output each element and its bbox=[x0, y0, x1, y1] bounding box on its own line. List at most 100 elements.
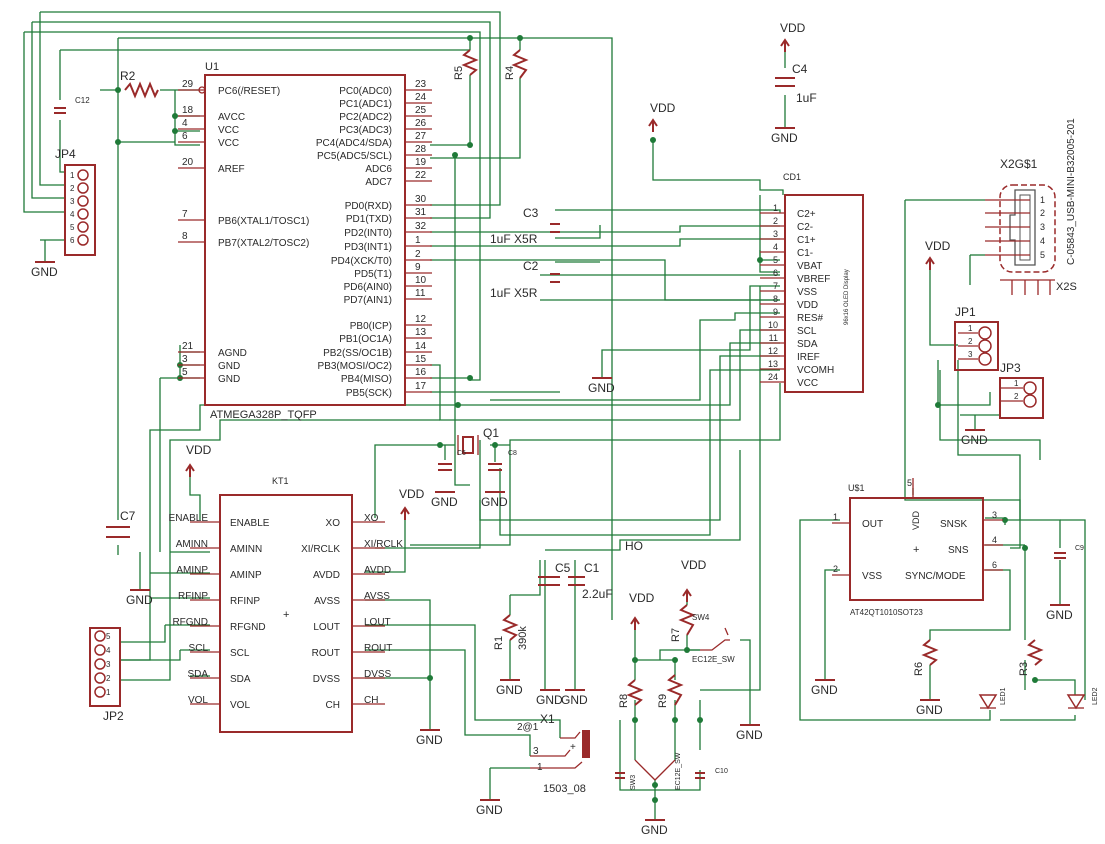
x1-pin-1: 1 bbox=[537, 762, 543, 773]
ho-label: HO bbox=[625, 539, 643, 553]
gnd-label: GND bbox=[536, 693, 563, 707]
kt1-pin-name: SDA bbox=[230, 674, 251, 685]
jp2-pin-num: 2 bbox=[106, 674, 111, 683]
vdd-label: VDD bbox=[925, 239, 951, 253]
r3-label: R3 bbox=[1018, 662, 1030, 676]
us1-pin5-num: 5 bbox=[907, 478, 912, 488]
u1-part: ATMEGA328P_TQFP bbox=[210, 409, 317, 421]
u1-pin-num: 16 bbox=[415, 367, 427, 378]
r1-label: R1 bbox=[493, 636, 505, 650]
junction-dots bbox=[115, 35, 1038, 803]
jp4-pin-num: 1 bbox=[70, 171, 75, 180]
u1-pin-num: 27 bbox=[415, 131, 427, 142]
wire-net bbox=[23, 11, 1086, 820]
u1-pin-num: 5 bbox=[182, 367, 188, 378]
cd1-pin-name: VCC bbox=[797, 378, 818, 389]
u1-pin-name: PD0(RXD) bbox=[345, 201, 392, 212]
jp4-pin-hole bbox=[77, 169, 89, 181]
c4-value: 1uF bbox=[796, 91, 817, 105]
vdd-label: VDD bbox=[399, 487, 425, 501]
u1-pin-name: VCC bbox=[218, 125, 239, 136]
kt1-pin-name: AMINP bbox=[230, 570, 262, 581]
cd1-pin-num: 10 bbox=[768, 320, 778, 330]
gnd-label: GND bbox=[811, 683, 838, 697]
jp2-pin-num: 1 bbox=[106, 688, 111, 697]
cd1-pin-name: C1- bbox=[797, 248, 813, 259]
gnd-label: GND bbox=[561, 693, 588, 707]
cd1-pin-num: 1 bbox=[773, 203, 778, 213]
c6-label: C6 bbox=[457, 450, 466, 457]
jp1-pin1: 1 bbox=[968, 324, 973, 333]
u1-pin-num: 4 bbox=[182, 118, 188, 129]
kt1-pin-name: XI/RCLK bbox=[301, 544, 340, 555]
u1-pin-num: 11 bbox=[415, 288, 426, 299]
us1-part: AT42QT1010SOT23 bbox=[850, 608, 923, 617]
u1-pin-num: 13 bbox=[415, 327, 427, 338]
x1-pin-3: 3 bbox=[533, 746, 539, 757]
u1-pin-num: 22 bbox=[415, 170, 427, 181]
cd1-pin-num: 7 bbox=[773, 281, 778, 291]
kt1-net-label: SDA bbox=[187, 669, 208, 680]
u1-pin-name: PD3(INT1) bbox=[344, 242, 392, 253]
u1-atmega328p: U1 ATMEGA328P_TQFP 29PC6(/RESET)18AVCC4V… bbox=[178, 61, 432, 421]
u1-pin-name: PD2(INT0) bbox=[344, 228, 392, 239]
led1-label: LED1 bbox=[1000, 687, 1007, 705]
c10-label: C10 bbox=[715, 768, 728, 775]
kt1-pin-name: AVSS bbox=[314, 596, 340, 607]
jp4-pin-num: 5 bbox=[70, 223, 75, 232]
cd1-ref: CD1 bbox=[783, 172, 801, 182]
kt1-net-label: SCL bbox=[189, 643, 209, 654]
u1-pin-name: PB6(XTAL1/TOSC1) bbox=[218, 216, 309, 227]
usb-part: C-05843_USB-MINI-B32005-201 bbox=[1066, 118, 1077, 265]
u1-pin-num: 30 bbox=[415, 194, 427, 205]
jp1-pin3: 3 bbox=[968, 350, 973, 359]
svg-text:+: + bbox=[283, 609, 289, 621]
kt1-pin-name: SCL bbox=[230, 648, 250, 659]
cd1-pin-num: 6 bbox=[773, 268, 778, 278]
us1-pin1-num: 1 bbox=[833, 512, 838, 522]
gnd-label: GND bbox=[641, 823, 668, 837]
kt1-pin-name: RFINP bbox=[230, 596, 260, 607]
u1-pin-num: 23 bbox=[415, 79, 427, 90]
cd1-pin-name: IREF bbox=[797, 352, 820, 363]
u1-pin-num: 20 bbox=[182, 157, 194, 168]
cd1-pin-name: SDA bbox=[797, 339, 818, 350]
us1-pin6-num: 6 bbox=[992, 560, 997, 570]
usb-mini-connector: 1 2 3 4 5 X2G$1 C-05843_USB-MINI-B32005-… bbox=[985, 118, 1077, 295]
jp4-pin-num: 3 bbox=[70, 197, 75, 206]
jp4-pin-hole bbox=[77, 208, 89, 220]
kt1-pins: ENABLEENABLEAMINNAMINNAMINPAMINPRFINPRFI… bbox=[169, 513, 404, 711]
u1-pin-name: PC2(ADC2) bbox=[339, 112, 392, 123]
r6-label: R6 bbox=[913, 662, 925, 676]
u1-pin-num: 19 bbox=[415, 157, 427, 168]
u1-ref: U1 bbox=[205, 61, 219, 73]
jp2-pin-hole bbox=[94, 658, 106, 670]
cd1-pin-name: VSS bbox=[797, 287, 817, 298]
vdd-label: VDD bbox=[780, 21, 806, 35]
r2-label: R2 bbox=[120, 69, 136, 83]
u1-pin-num: 2 bbox=[415, 249, 421, 260]
u1-pin-num: 14 bbox=[415, 341, 427, 352]
u1-pin-num: 6 bbox=[182, 131, 188, 142]
usb-pin2: 2 bbox=[1040, 208, 1045, 218]
kt1-net-label: ENABLE bbox=[169, 513, 209, 524]
kt1-pin-name: DVSS bbox=[313, 674, 341, 685]
jp4-pin-hole bbox=[77, 182, 89, 194]
gnd-label: GND bbox=[961, 433, 988, 447]
jp2-pin-num: 5 bbox=[106, 632, 111, 641]
gnd-label: GND bbox=[916, 703, 943, 717]
gnd-label: GND bbox=[31, 265, 58, 279]
u1-pin-num: 24 bbox=[415, 92, 427, 103]
cd1-pins: 1C2+2C2-3C1+4C1-5VBAT6VBREF7VSS8VDD9RES#… bbox=[760, 203, 834, 389]
x1-part: 1503_08 bbox=[543, 783, 586, 795]
us1-pin1-name: OUT bbox=[862, 519, 883, 530]
cd1-pin-num: 13 bbox=[768, 359, 778, 369]
us1-pin4-num: 4 bbox=[992, 535, 997, 545]
jp2-pin-num: 4 bbox=[106, 646, 111, 655]
kt1-pin-name: RFGND bbox=[230, 622, 266, 633]
c8-label: C8 bbox=[508, 450, 517, 457]
c9-label: C9 bbox=[1075, 545, 1084, 552]
u1-pin-name: PD1(TXD) bbox=[346, 214, 392, 225]
